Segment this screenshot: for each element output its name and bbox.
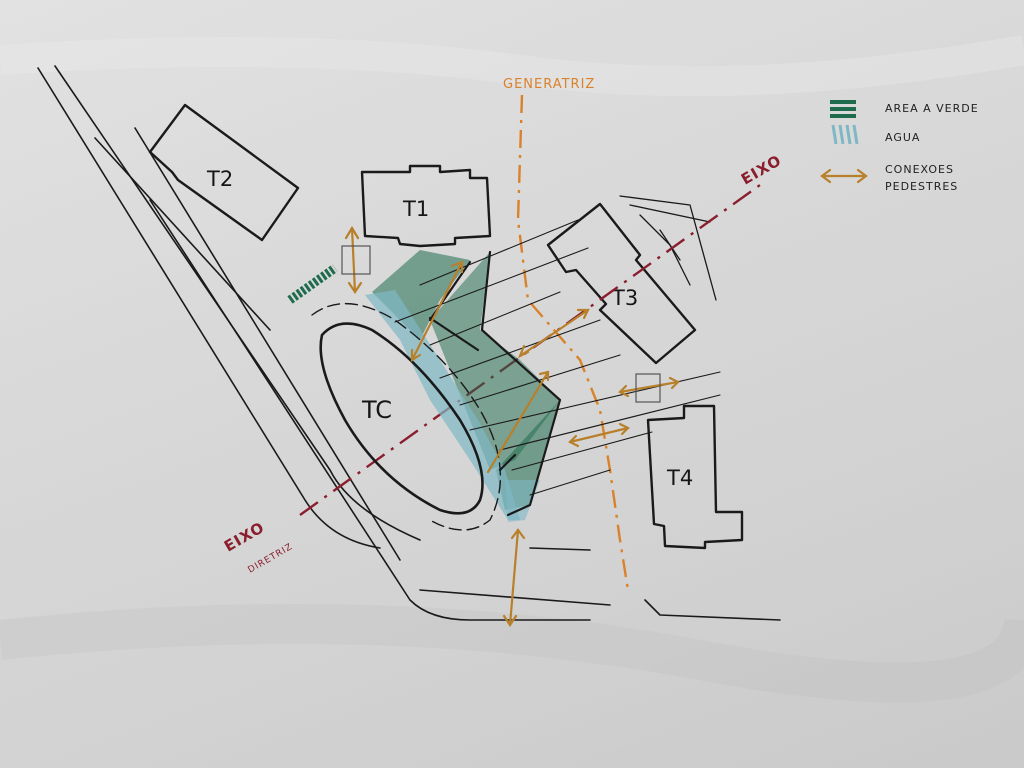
legend-water-label: AGUA — [885, 131, 920, 144]
arrow-south — [508, 528, 520, 627]
connector-box — [635, 373, 661, 403]
connector-box — [341, 245, 371, 275]
paper-fold — [0, 35, 1024, 97]
road-lines — [37, 65, 781, 621]
building-t1[interactable]: T1 — [360, 164, 492, 248]
building-t2[interactable]: T2 — [148, 103, 300, 242]
arrow-vertical-left — [350, 226, 357, 294]
generatriz-label: GENERATRIZ — [503, 77, 595, 92]
arrow-t4-lower — [568, 426, 630, 444]
pedestrian-arrows — [341, 225, 680, 627]
arrow-t4-upper — [618, 380, 680, 394]
arrow-diagonal-t1 — [410, 260, 464, 362]
generatriz-axis-line — [516, 94, 630, 591]
right-edge-lines — [619, 195, 717, 301]
arrow-t3-1 — [518, 308, 590, 358]
paper-fold — [0, 604, 1024, 703]
legend-green-label: AREA A VERDE — [885, 102, 979, 115]
building-t1-label: T1 — [402, 197, 429, 221]
legend-connections-label-1: CONEXOES — [885, 163, 954, 176]
building-t3[interactable]: T3 — [546, 202, 697, 365]
building-tc[interactable]: TC — [311, 303, 502, 531]
building-tc-label: TC — [361, 396, 392, 424]
arrow-center — [486, 370, 550, 474]
legend: AREA A VERDE AGUA CONEXOES PEDESTRES — [820, 100, 979, 193]
building-t4-label: T4 — [666, 466, 693, 490]
eixo-axis-line — [299, 184, 761, 516]
legend-green-swatch — [830, 100, 856, 118]
legend-arrow-icon — [820, 168, 868, 184]
legend-water-swatch — [831, 124, 859, 145]
building-t2-label: T2 — [206, 167, 233, 191]
building-t4[interactable]: T4 — [646, 404, 744, 550]
legend-connections-label-2: PEDESTRES — [885, 180, 958, 193]
